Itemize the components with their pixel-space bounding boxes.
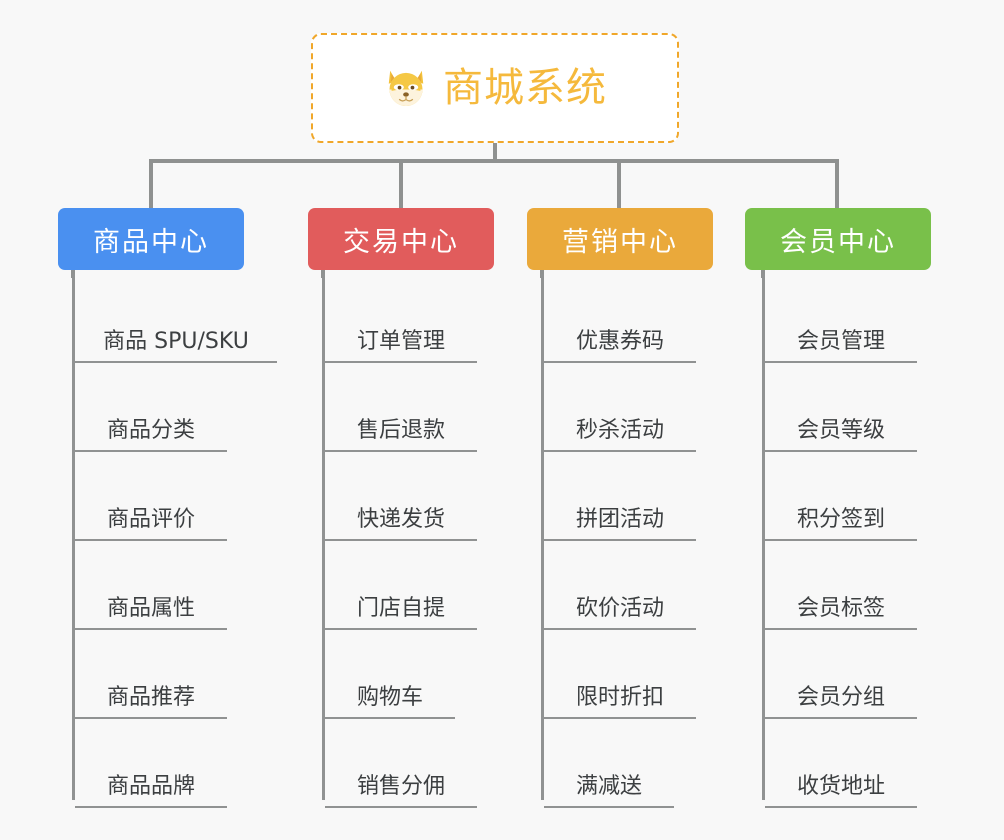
connector-drop-trade [399,159,403,209]
leaf-item[interactable]: 会员管理 [765,274,917,363]
leaf-item[interactable]: 会员等级 [765,363,917,452]
category-label: 营销中心 [562,226,678,258]
leaf-item[interactable]: 销售分佣 [325,719,477,808]
connector-drop-product [149,159,153,209]
leaf-item-label: 限时折扣 [575,684,664,710]
leaf-item[interactable]: 限时折扣 [544,630,696,719]
leaf-item-label: 售后退款 [356,417,445,443]
leaf-item[interactable]: 商品推荐 [75,630,227,719]
leaf-item[interactable]: 快递发货 [325,452,477,541]
leaf-item-label: 砍价活动 [575,595,664,621]
category-box-trade-center[interactable]: 交易中心 [308,208,494,270]
leaf-item-label: 商品分类 [106,417,195,443]
leaf-item-label: 商品 SPU/SKU [103,328,249,354]
leaf-item[interactable]: 商品分类 [75,363,227,452]
leaf-item-label: 商品推荐 [106,684,195,710]
leaf-item-label: 秒杀活动 [575,417,664,443]
leaf-item-label: 满减送 [575,773,642,799]
category-box-product-center[interactable]: 商品中心 [58,208,244,270]
leaf-item[interactable]: 商品评价 [75,452,227,541]
leaf-spine [72,274,75,800]
leaf-item[interactable]: 满减送 [544,719,674,808]
leaf-item[interactable]: 商品品牌 [75,719,227,808]
leaf-item-label: 销售分佣 [356,773,445,799]
root-node[interactable]: 商城系统 [311,33,679,143]
leaf-item-label: 商品属性 [106,595,195,621]
leaf-item[interactable]: 积分签到 [765,452,917,541]
leaf-item[interactable]: 商品属性 [75,541,227,630]
leaf-item-label: 商品评价 [106,506,195,532]
leaf-item-label: 会员标签 [796,595,885,621]
leaf-item-label: 优惠券码 [575,328,664,354]
leaf-item-label: 积分签到 [796,506,885,532]
connector-horizontal-bus [149,159,839,163]
leaf-item-label: 收货地址 [796,773,885,799]
leaf-spine [762,274,765,800]
root-title: 商城系统 [443,65,607,111]
connector-drop-marketing [617,159,621,209]
leaf-item[interactable]: 收货地址 [765,719,917,808]
leaf-item[interactable]: 商品 SPU/SKU [75,274,277,363]
connector-drop-member [835,159,839,209]
leaf-item[interactable]: 售后退款 [325,363,477,452]
leaf-item-label: 会员分组 [796,684,885,710]
leaf-item-label: 拼团活动 [575,506,664,532]
leaf-item[interactable]: 拼团活动 [544,452,696,541]
category-label: 交易中心 [343,226,459,258]
leaf-item-label: 商品品牌 [106,773,195,799]
leaf-item[interactable]: 购物车 [325,630,455,719]
leaf-item[interactable]: 会员标签 [765,541,917,630]
leaf-item[interactable]: 优惠券码 [544,274,696,363]
leaf-item[interactable]: 订单管理 [325,274,477,363]
connector-root-stem [493,143,497,163]
leaf-spine [541,274,544,800]
leaf-item-label: 会员管理 [796,328,885,354]
leaf-item-label: 门店自提 [356,595,445,621]
leaf-item[interactable]: 秒杀活动 [544,363,696,452]
category-label: 商品中心 [93,226,209,258]
leaf-item[interactable]: 会员分组 [765,630,917,719]
leaf-item-label: 会员等级 [796,417,885,443]
category-label: 会员中心 [780,226,896,258]
category-box-member-center[interactable]: 会员中心 [745,208,931,270]
leaf-item[interactable]: 门店自提 [325,541,477,630]
leaf-item[interactable]: 砍价活动 [544,541,696,630]
leaf-item-label: 快递发货 [356,506,445,532]
leaf-item-label: 订单管理 [356,328,445,354]
shiba-dog-face-icon [383,65,429,111]
leaf-spine [322,274,325,800]
category-box-marketing-center[interactable]: 营销中心 [527,208,713,270]
leaf-item-label: 购物车 [356,684,423,710]
